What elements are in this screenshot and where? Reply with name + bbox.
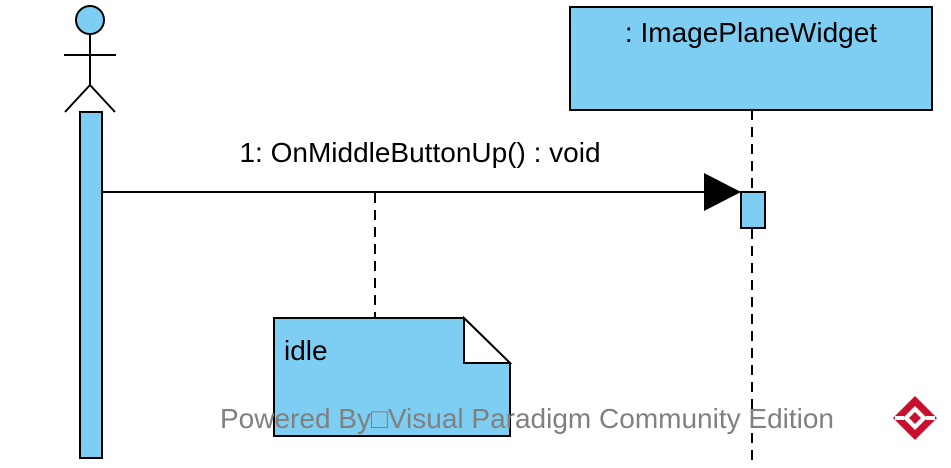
watermark-text: Powered By□Visual Paradigm Community Edi… (220, 403, 834, 434)
message-arrowhead-icon (704, 173, 741, 211)
target-activation-bar[interactable] (740, 191, 766, 229)
actor-head (75, 5, 105, 35)
note-body (273, 317, 511, 437)
actor-left-leg (64, 84, 91, 113)
note-folded-corner-icon (463, 315, 513, 364)
lifeline-box[interactable] (569, 6, 933, 111)
lifeline-title: : ImagePlaneWidget (625, 17, 877, 48)
note-text: idle (284, 335, 328, 366)
visual-paradigm-logo-icon (893, 396, 937, 440)
actor-right-leg (89, 84, 116, 113)
actor-figure (64, 5, 116, 113)
message-label: 1: OnMiddleButtonUp() : void (239, 137, 600, 168)
actor-activation-bar[interactable] (79, 111, 103, 459)
note[interactable]: idle (273, 315, 513, 437)
